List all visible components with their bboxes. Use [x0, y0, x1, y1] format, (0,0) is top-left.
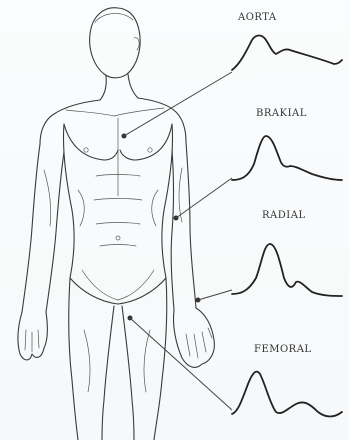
- aorta-leader: [124, 72, 232, 136]
- right-arm: [186, 142, 196, 308]
- brachial-leader: [176, 178, 232, 218]
- left-leg: [69, 278, 78, 440]
- clavicles: [66, 108, 164, 116]
- aorta-label: AORTA: [238, 12, 277, 23]
- femoral-leader: [130, 318, 232, 410]
- torso-left: [63, 124, 74, 278]
- brachial-label: BRAKIAL: [256, 108, 307, 119]
- radial-leader: [198, 290, 232, 300]
- brachial-waveform: [232, 136, 342, 180]
- neck: [100, 76, 106, 100]
- left-hand: [18, 312, 47, 360]
- femoral-waveform: [232, 372, 342, 417]
- aorta-waveform: [232, 36, 342, 71]
- radial-label: RADIAL: [262, 210, 306, 221]
- chest: [64, 124, 118, 160]
- right-leg: [154, 278, 167, 440]
- left-arm: [22, 144, 40, 312]
- femoral-label: FEMORAL: [254, 344, 312, 355]
- right-hand: [173, 308, 214, 367]
- leader-lines: [124, 72, 232, 410]
- waveforms: [232, 36, 342, 417]
- human-body-outline: [18, 8, 215, 440]
- shoulders: [40, 100, 100, 144]
- radial-waveform: [232, 244, 342, 296]
- head: [90, 8, 141, 78]
